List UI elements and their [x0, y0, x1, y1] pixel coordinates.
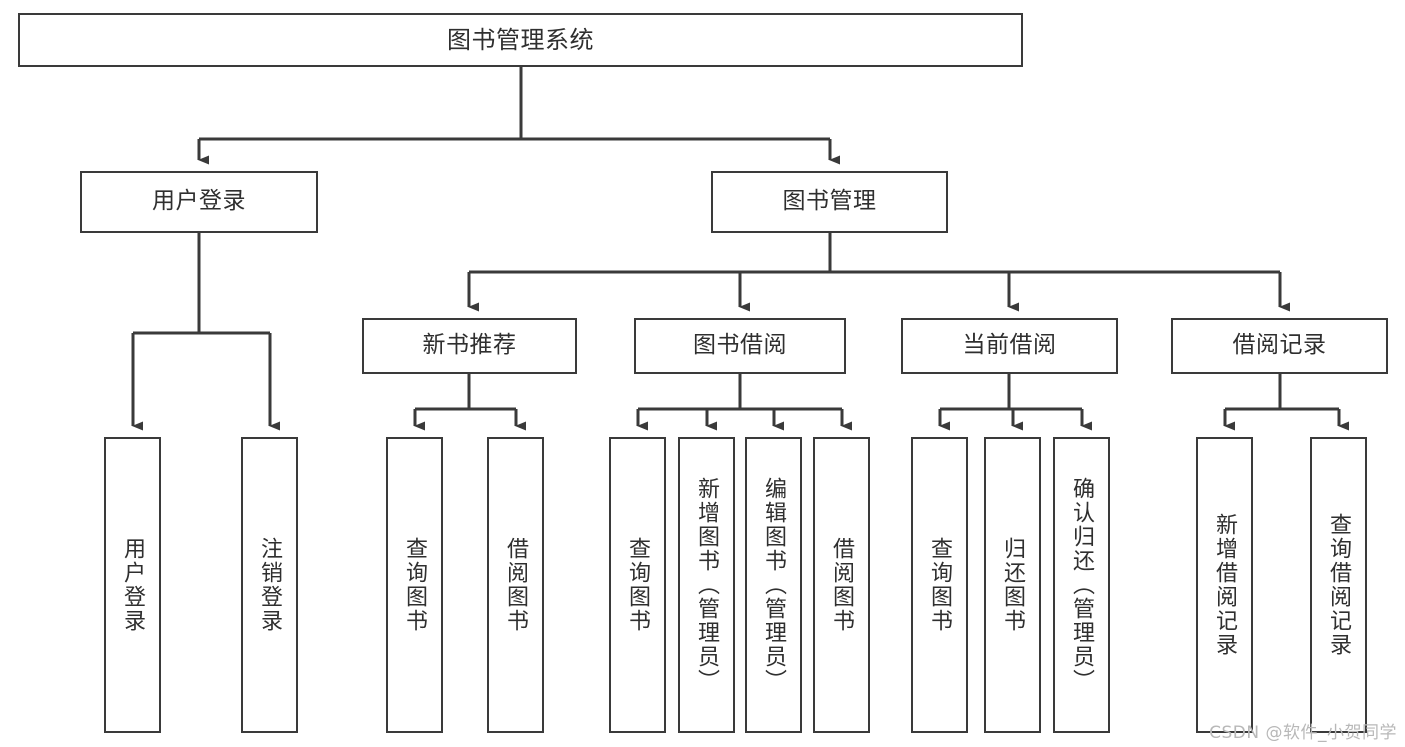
leaf-query-book-borrow[interactable]: 查询图书	[609, 437, 666, 733]
csdn-watermark: CSDN @软件_小贺同学	[1209, 723, 1397, 743]
leaf-edit-book-admin[interactable]: 编辑图书（管理员）	[745, 437, 802, 733]
leaf-logout[interactable]: 注销登录	[241, 437, 298, 733]
node-root-system[interactable]: 图书管理系统	[18, 13, 1023, 67]
node-user-login[interactable]: 用户登录	[80, 171, 318, 233]
leaf-user-login[interactable]: 用户登录	[104, 437, 161, 733]
leaf-borrow-book[interactable]: 借阅图书	[813, 437, 870, 733]
node-borrow-record[interactable]: 借阅记录	[1171, 318, 1388, 374]
leaf-confirm-return-admin[interactable]: 确认归还（管理员）	[1053, 437, 1110, 733]
node-current-borrow[interactable]: 当前借阅	[901, 318, 1118, 374]
leaf-query-borrow-record[interactable]: 查询借阅记录	[1310, 437, 1367, 733]
node-book-borrow[interactable]: 图书借阅	[634, 318, 846, 374]
leaf-borrow-book-recommend[interactable]: 借阅图书	[487, 437, 544, 733]
leaf-query-book-recommend[interactable]: 查询图书	[386, 437, 443, 733]
leaf-return-book[interactable]: 归还图书	[984, 437, 1041, 733]
leaf-add-borrow-record[interactable]: 新增借阅记录	[1196, 437, 1253, 733]
node-new-book-recommend[interactable]: 新书推荐	[362, 318, 577, 374]
node-book-manage[interactable]: 图书管理	[711, 171, 948, 233]
leaf-query-book-current[interactable]: 查询图书	[911, 437, 968, 733]
leaf-add-book-admin[interactable]: 新增图书（管理员）	[678, 437, 735, 733]
